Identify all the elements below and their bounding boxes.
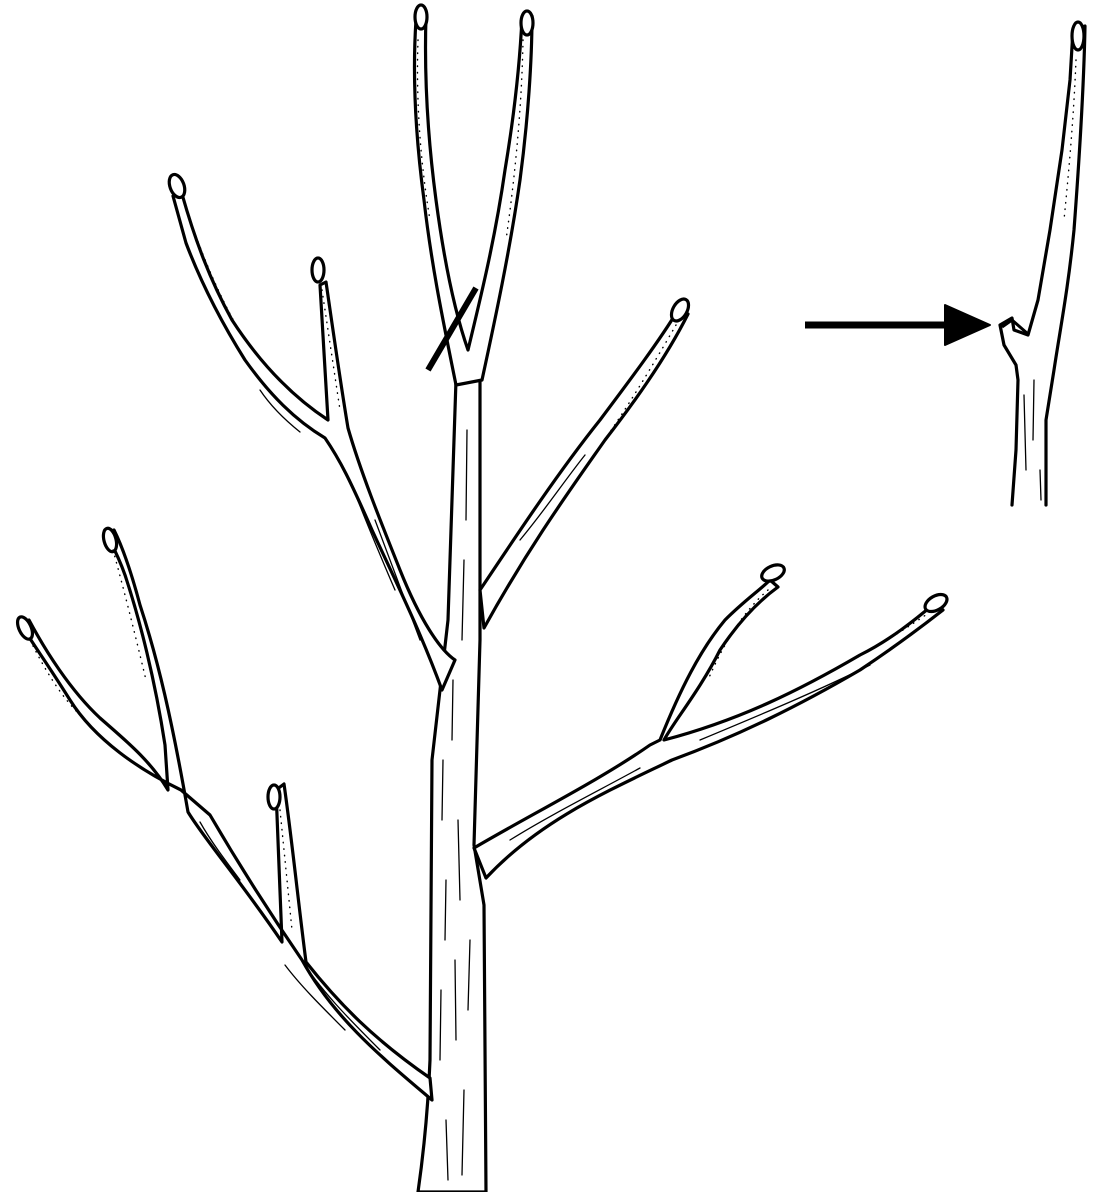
upper-right-branch xyxy=(480,310,688,628)
pointer-arrow xyxy=(805,305,990,345)
detail-stem xyxy=(1000,26,1085,505)
bud-icon xyxy=(268,785,280,809)
bud-icon xyxy=(166,172,187,199)
central-leader xyxy=(414,16,532,385)
bud-icon xyxy=(14,615,35,642)
arrow-head-icon xyxy=(945,305,990,345)
tree-branch-structure xyxy=(14,5,949,1192)
lower-left-limb xyxy=(21,530,432,1100)
lower-right-limb xyxy=(474,580,943,878)
bud-icon xyxy=(668,296,692,324)
bud-icon xyxy=(101,527,119,553)
bud-icon xyxy=(521,11,533,35)
bud-icon xyxy=(415,5,427,29)
bud-icon xyxy=(922,591,950,615)
pruned-stem-detail xyxy=(1000,22,1085,505)
bud-icon xyxy=(312,258,324,282)
bud-icon xyxy=(1072,22,1084,50)
trunk xyxy=(418,380,486,1192)
bud-icon xyxy=(759,562,787,585)
